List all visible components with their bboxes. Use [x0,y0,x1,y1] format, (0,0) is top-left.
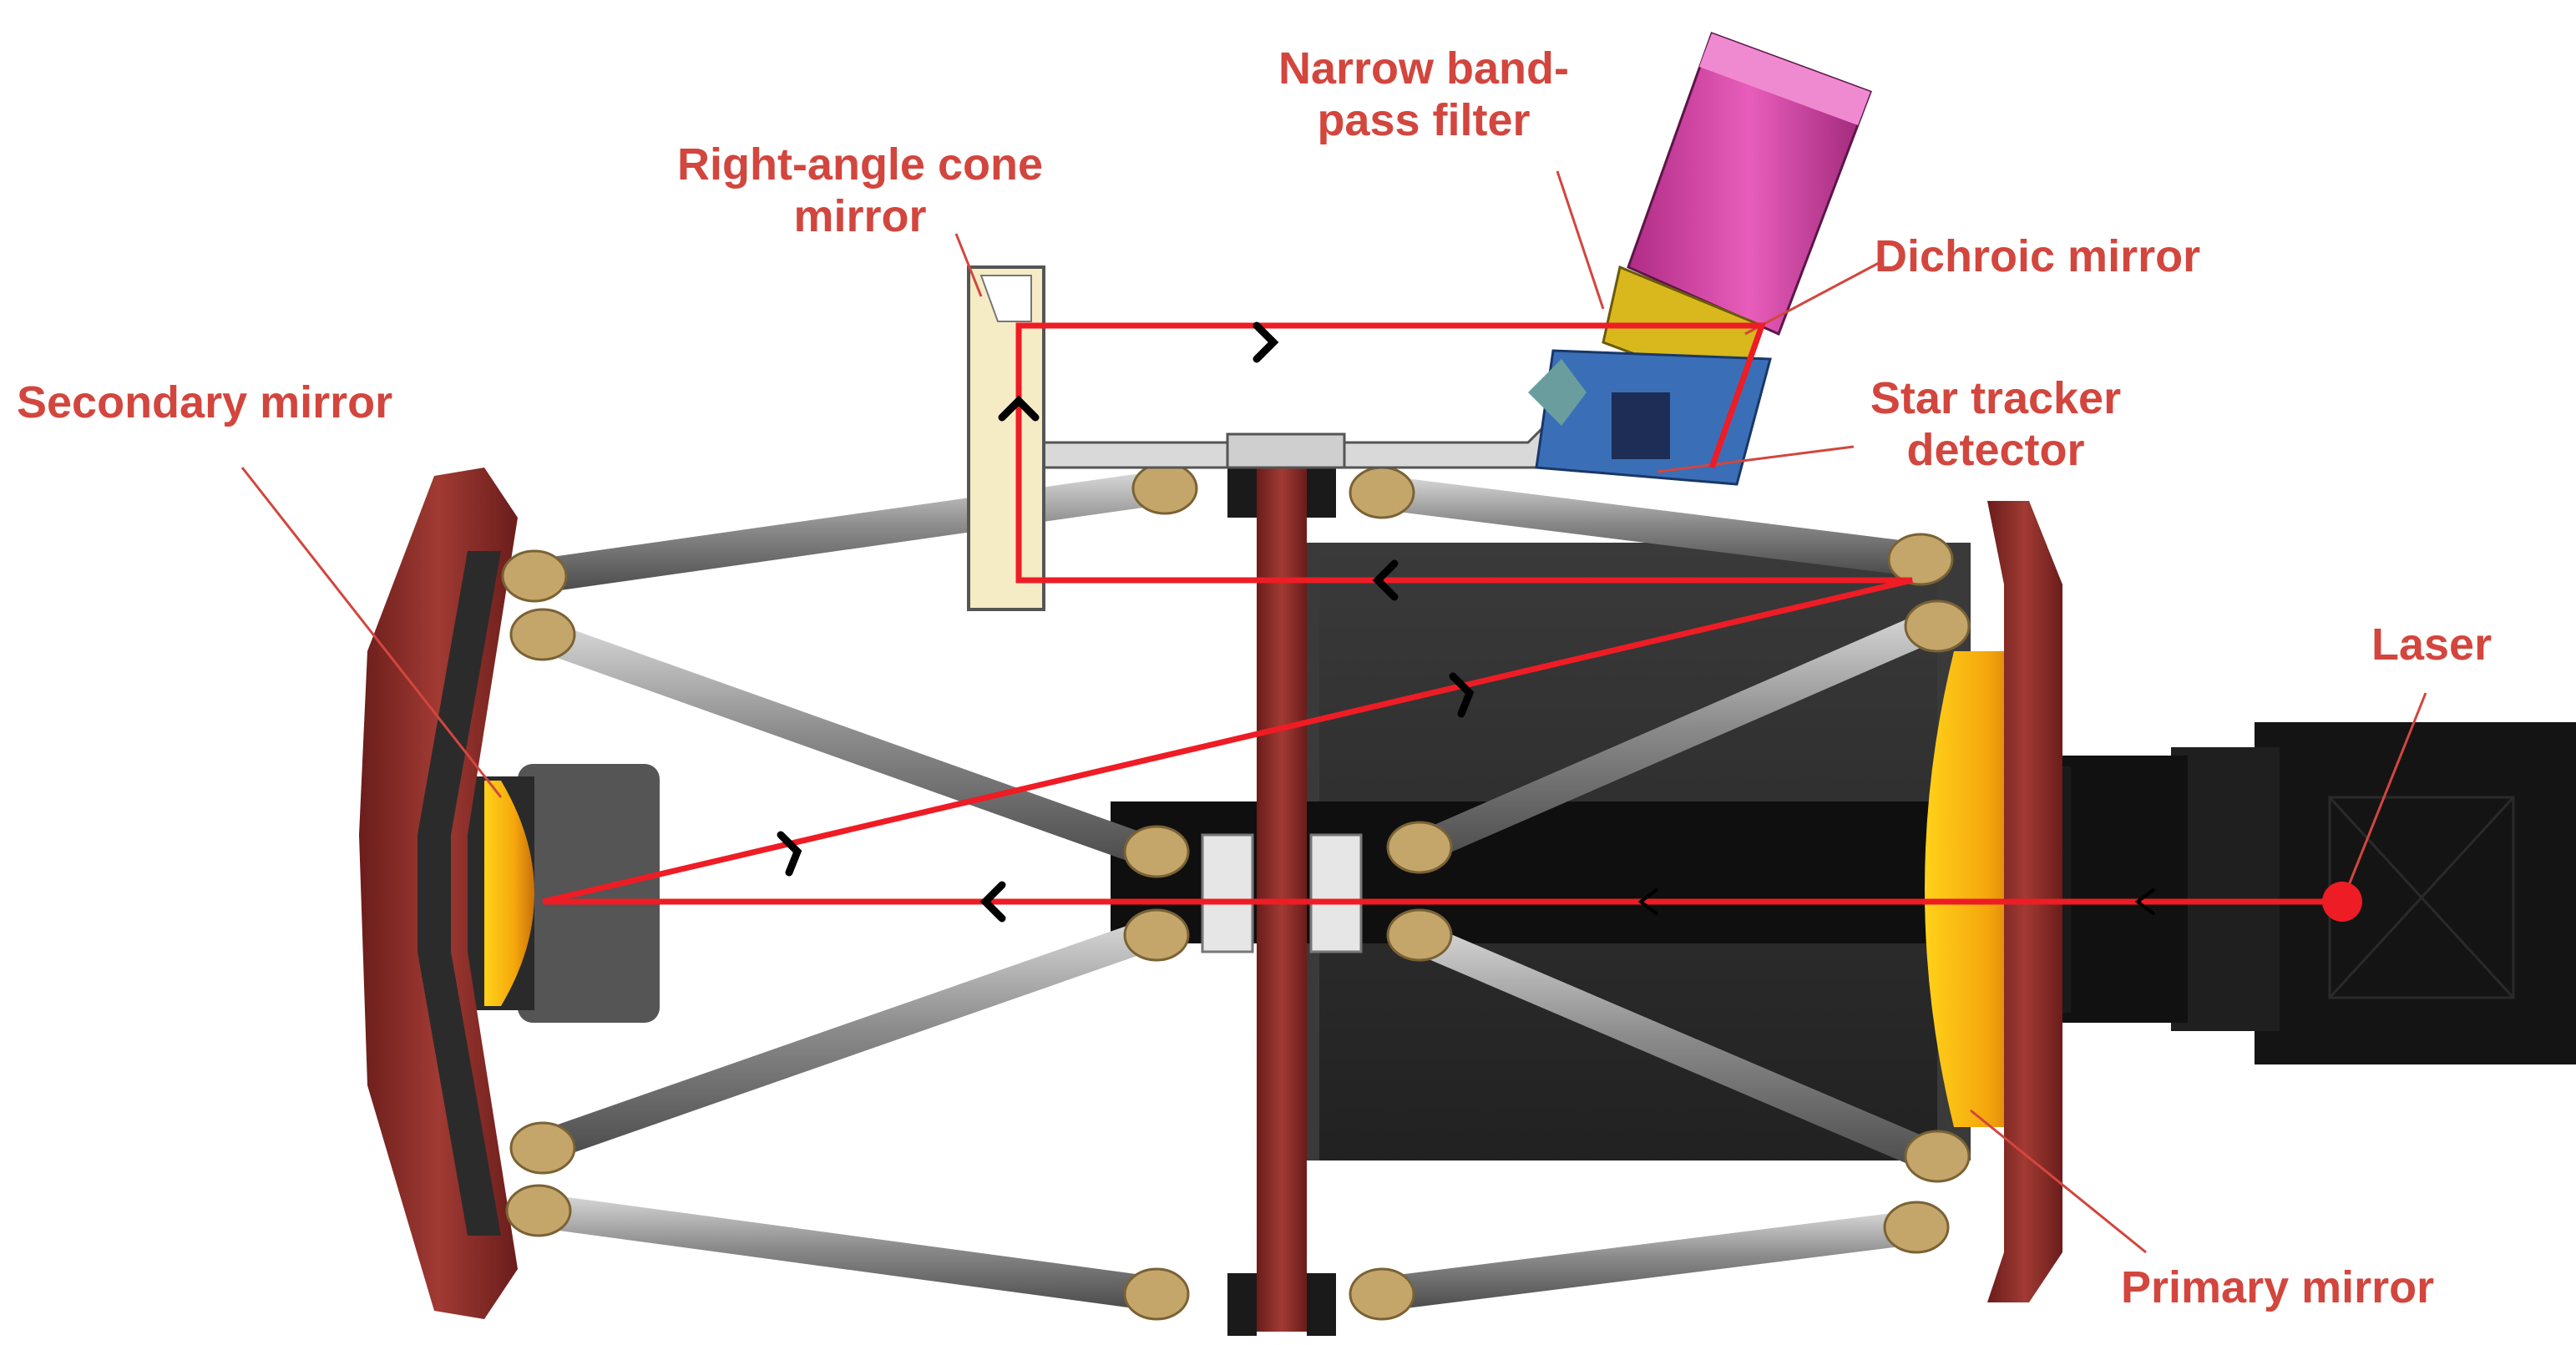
secondary-mirror [484,781,534,1006]
leader-lines [240,170,2427,1254]
instrument-mount-bar [984,414,1555,469]
beam-direction-arrow-icon [777,321,1475,923]
label-dichroic-mirror: Dichroic mirror [1875,231,2200,281]
label-primary-mirror: Primary mirror [2121,1262,2434,1312]
beam-path [542,322,2342,905]
label-narrow-band-filter: Narrow band-pass filter [1278,43,1569,145]
laser-source-icon [2322,882,2362,922]
beam-direction-arrow-icon [1637,887,2156,916]
star-tracker-body [1528,349,1772,486]
label-laser: Laser [2371,619,2492,670]
primary-mirror [1925,651,2029,1127]
rod-end-fittings [501,462,1971,1321]
middle-frame-ring [1227,455,1336,1336]
central-baffle-tube [1111,543,1971,1160]
diagram-labels: Narrow band-pass filter Right-angle cone… [17,43,2492,1312]
label-secondary-mirror: Secondary mirror [17,377,392,427]
cone-mirror-body [967,265,1045,611]
front-frame-ring [359,468,518,1319]
narrow-band-pass-filter-body [1627,32,1872,336]
spider-hub [1201,833,1363,953]
